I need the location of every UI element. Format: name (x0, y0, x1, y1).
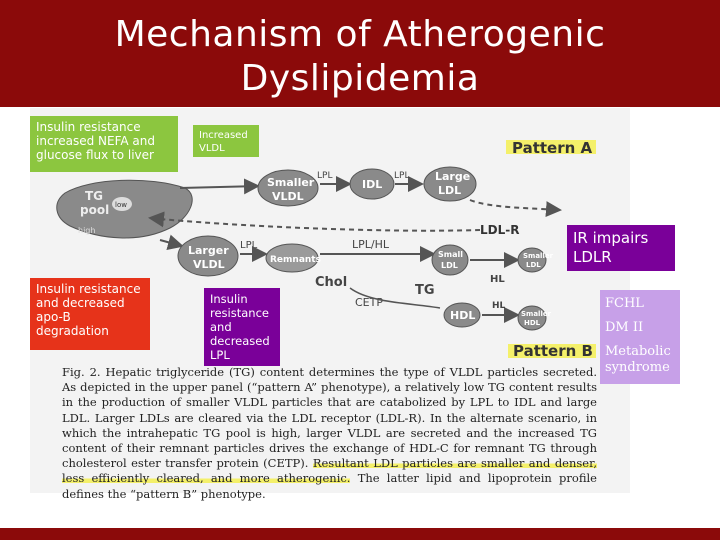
larger-vldl-particle (177, 235, 239, 277)
smaller-ldl-particle (517, 247, 547, 273)
tg-pool-label-1: TG (85, 189, 103, 203)
caption-text-1: Fig. 2. Hepatic triglyceride (TG) conten… (62, 365, 597, 471)
smaller-vldl-label-1: Smaller (267, 176, 315, 189)
smaller-vldl-particle (257, 169, 319, 207)
smaller-hdl-label-1: Smaller (521, 310, 552, 318)
large-ldl-label-2: LDL (438, 184, 461, 197)
larger-vldl-label-1: Larger (188, 244, 229, 257)
remnants-label: Remnants (270, 255, 321, 265)
smaller-hdl-particle (517, 305, 547, 331)
small-ldl-label-1: Small (438, 250, 463, 259)
ldl-r-label: LDL-R (480, 223, 519, 237)
condition-dm-ii: DM II (605, 320, 644, 335)
slide-title-line-1: Mechanism of Atherogenic (114, 14, 606, 55)
idl-label: IDL (362, 178, 382, 191)
slide-title-line-2: Dyslipidemia (240, 58, 480, 99)
smaller-ldl-label-2: LDL (526, 261, 541, 269)
pattern-b-highlight (508, 344, 596, 358)
title-bar: Mechanism of Atherogenic Dyslipidemia (0, 0, 720, 107)
cetp-label: CETP (355, 296, 383, 309)
pathway-diagram: Pattern A TG pool low high LPL LPL Small… (56, 139, 596, 360)
insulin-nefa-box: Insulin resistance increased NEFA and gl… (30, 116, 178, 172)
hl-label-2: HL (492, 301, 506, 311)
tg-label: TG (415, 283, 435, 298)
ir-impairs-ldlr-box: IR impairs LDLR (567, 225, 675, 271)
large-ldl-particle (423, 166, 477, 202)
hl-label-1: HL (490, 274, 505, 285)
condition-fchl: FCHL (605, 296, 644, 311)
larger-vldl-label-2: VLDL (193, 258, 225, 271)
pattern-b-label: Pattern B (513, 342, 593, 360)
high-label: high (78, 226, 95, 235)
arrow-to-smaller-vldl (179, 178, 260, 195)
low-marker (112, 197, 132, 211)
smaller-hdl-label-2: HDL (524, 319, 541, 327)
tg-pool-label-2: pool (80, 203, 109, 217)
smaller-vldl-label-2: VLDL (272, 190, 304, 203)
lpl-hl-label: LPL/HL (352, 238, 390, 251)
chol-label: Chol (315, 275, 347, 290)
arrow-ldl-r (469, 199, 562, 218)
small-ldl-particle (431, 244, 469, 276)
hdl-label: HDL (450, 309, 475, 322)
low-label: low (115, 201, 127, 209)
lpl-label-b: LPL (240, 240, 258, 251)
lpl-label-a2: LPL (394, 171, 409, 181)
insulin-apob-box: Insulin resistance and decreased apo-B d… (30, 278, 150, 350)
conditions-box: FCHL DM II Metabolic syndrome (600, 290, 680, 384)
insulin-lpl-box: Insulin resistance and decreased LPL (204, 288, 280, 366)
idl-particle (349, 168, 395, 200)
large-ldl-label-1: Large (435, 170, 470, 183)
pattern-a-highlight (506, 140, 596, 154)
cetp-exchange-arrow (349, 287, 441, 309)
small-ldl-label-2: LDL (441, 261, 458, 270)
hdl-particle (443, 302, 481, 328)
pattern-a-label: Pattern A (512, 139, 593, 157)
increased-vldl-box: Increased VLDL (193, 125, 259, 157)
condition-metabolic-syndrome: Metabolic syndrome (605, 344, 671, 375)
bottom-bar (0, 528, 720, 540)
arrow-ldl-r-to-liver (148, 211, 481, 232)
remnants-particle (265, 243, 319, 273)
figure-caption: Fig. 2. Hepatic triglyceride (TG) conten… (62, 365, 597, 502)
lpl-label-a1: LPL (317, 171, 332, 181)
arrow-to-larger-vldl (159, 234, 184, 251)
smaller-ldl-label-1: Smaller (523, 252, 554, 260)
caption-text-2: The latter lipid and lipoprotein profile… (62, 471, 597, 501)
